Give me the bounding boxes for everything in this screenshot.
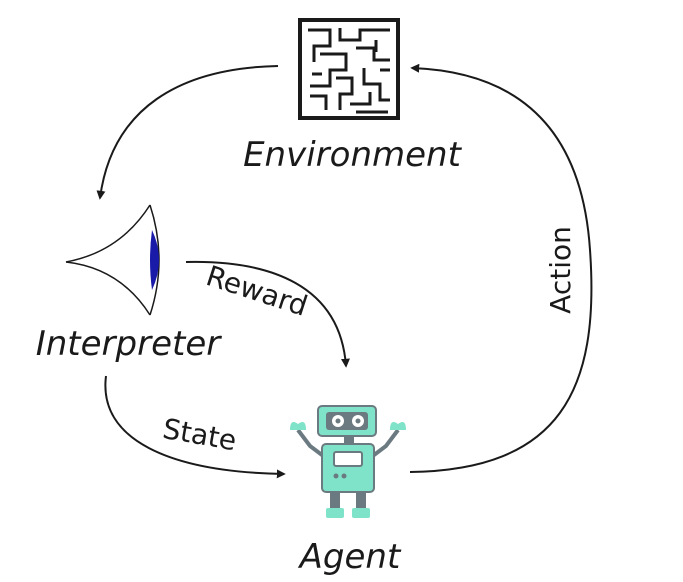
action-label: Action	[544, 226, 577, 314]
eye-icon	[65, 204, 160, 316]
action-arrow	[409, 63, 593, 473]
maze-icon	[298, 18, 400, 120]
environment-label: Environment	[243, 135, 463, 175]
interpreter-label: Interpreter	[36, 324, 223, 364]
state-arrow	[104, 375, 286, 479]
agent-label: Agent	[298, 537, 402, 577]
robot-icon	[290, 405, 406, 518]
reward-arrow	[185, 260, 350, 368]
state-label: State	[160, 412, 239, 457]
environment-to-interpreter-arrow	[96, 65, 279, 200]
